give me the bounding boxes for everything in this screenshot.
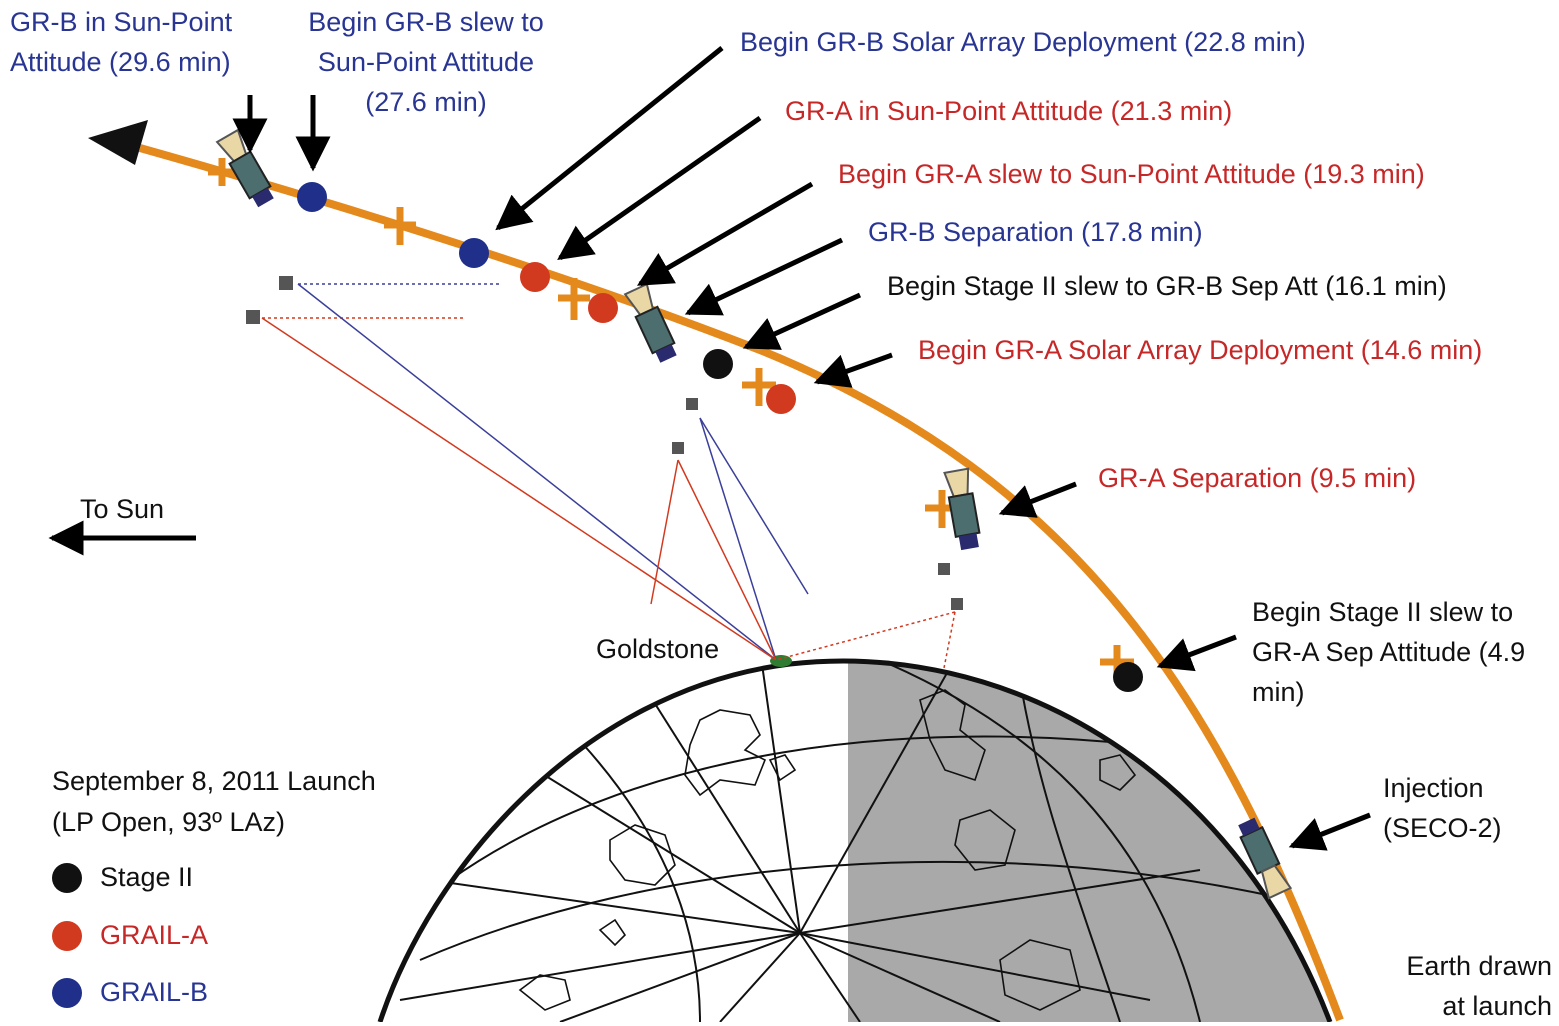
grb-solar-label: Begin GR-B Solar Array Deployment (22.8 …: [740, 27, 1306, 57]
spacecraft-gra-sep-icon: [943, 467, 981, 551]
launch-details: (LP Open, 93º LAz): [52, 807, 285, 837]
injection-label: Injection (SECO-2): [1383, 773, 1502, 843]
event-dots: [297, 182, 1143, 692]
arrow-grb-sep: [684, 237, 844, 316]
launch-date: September 8, 2011 Launch: [52, 766, 376, 796]
earth-grid: [399, 660, 1291, 1022]
gra-slew-dot: [588, 293, 618, 323]
stage2-slew-a-label: Begin Stage II slew to GR-A Sep Attitude…: [1252, 597, 1526, 707]
sat-mid-1-icon: [686, 398, 698, 410]
legend-item-stage2: Stage II: [52, 862, 193, 893]
arrow-gra-slew: [636, 181, 814, 287]
legend-item-grail-a: GRAIL-A: [52, 920, 208, 951]
goldstone-label: Goldstone: [596, 634, 720, 664]
gra-solar-dot: [766, 384, 796, 414]
arrow-gra-sun-point: [557, 115, 762, 261]
trajectory-tick-marks: [208, 158, 1134, 682]
arrow-injection: [1288, 812, 1371, 851]
trajectory: [88, 120, 1344, 1022]
goldstone-marker: [770, 655, 792, 667]
legend-swatch-stage2: [52, 862, 82, 893]
legend-label-grail-b: GRAIL-B: [100, 977, 209, 1007]
legend-label-stage2: Stage II: [100, 862, 194, 892]
trajectory-path: [138, 144, 1344, 1022]
grb-slew-label: Begin GR-B slew to Sun-Point Attitude (2…: [308, 7, 544, 117]
to-sun-label: To Sun: [80, 494, 165, 524]
grb-sun-point-dot: [297, 182, 327, 212]
gra-small-sat-icon: [246, 310, 260, 324]
earth-note-label: Earth drawn at launch: [1406, 951, 1552, 1021]
gra-sep-label: GR-A Separation (9.5 min): [1098, 463, 1417, 493]
legend-swatch-grail-b: [52, 977, 82, 1008]
arrow-grb-solar: [495, 46, 724, 231]
spacecraft-glyphs: [215, 128, 1293, 900]
arrow-stage2-slew-a: [1156, 634, 1237, 672]
gra-sun-point-label: GR-A in Sun-Point Attitude (21.3 min): [785, 96, 1233, 126]
arrow-gra-sep: [998, 481, 1077, 518]
arrow-gra-solar: [813, 352, 893, 388]
grb-sep-label: GR-B Separation (17.8 min): [868, 217, 1203, 247]
sat-lower-icon: [951, 598, 963, 610]
sat-mid-2-icon: [672, 442, 684, 454]
legend-item-grail-b: GRAIL-B: [52, 977, 208, 1008]
earth-limb: [377, 658, 1333, 1022]
grb-solar-dot: [459, 238, 489, 268]
legend-swatch-grail-a: [52, 920, 82, 951]
stage2-slew-b-label: Begin Stage II slew to GR-B Sep Att (16.…: [887, 271, 1447, 301]
grb-sun-point-label: GR-B in Sun-Point Attitude (29.6 min): [10, 7, 233, 77]
gra-sun-point-dot: [520, 262, 550, 292]
goldstone-sightlines: [261, 283, 956, 669]
pointer-arrows: [48, 46, 1371, 851]
arrow-stage2-slew-b: [742, 292, 862, 350]
gra-solar-label: Begin GR-A Solar Array Deployment (14.6 …: [918, 335, 1483, 365]
earth-continents: [518, 689, 1137, 1011]
spacecraft-injection-icon: [1238, 817, 1293, 900]
stage2-slew-b-dot: [703, 349, 733, 379]
legend-label-grail-a: GRAIL-A: [100, 920, 209, 950]
sat-gra-sep-icon: [938, 563, 950, 575]
stage2-slew-a-dot: [1113, 662, 1143, 692]
trajectory-arrowhead: [88, 120, 148, 165]
grb-small-sat-icon: [279, 276, 293, 290]
spacecraft-grb-sep-icon: [623, 282, 677, 363]
gra-slew-label: Begin GR-A slew to Sun-Point Attitude (1…: [838, 159, 1425, 189]
